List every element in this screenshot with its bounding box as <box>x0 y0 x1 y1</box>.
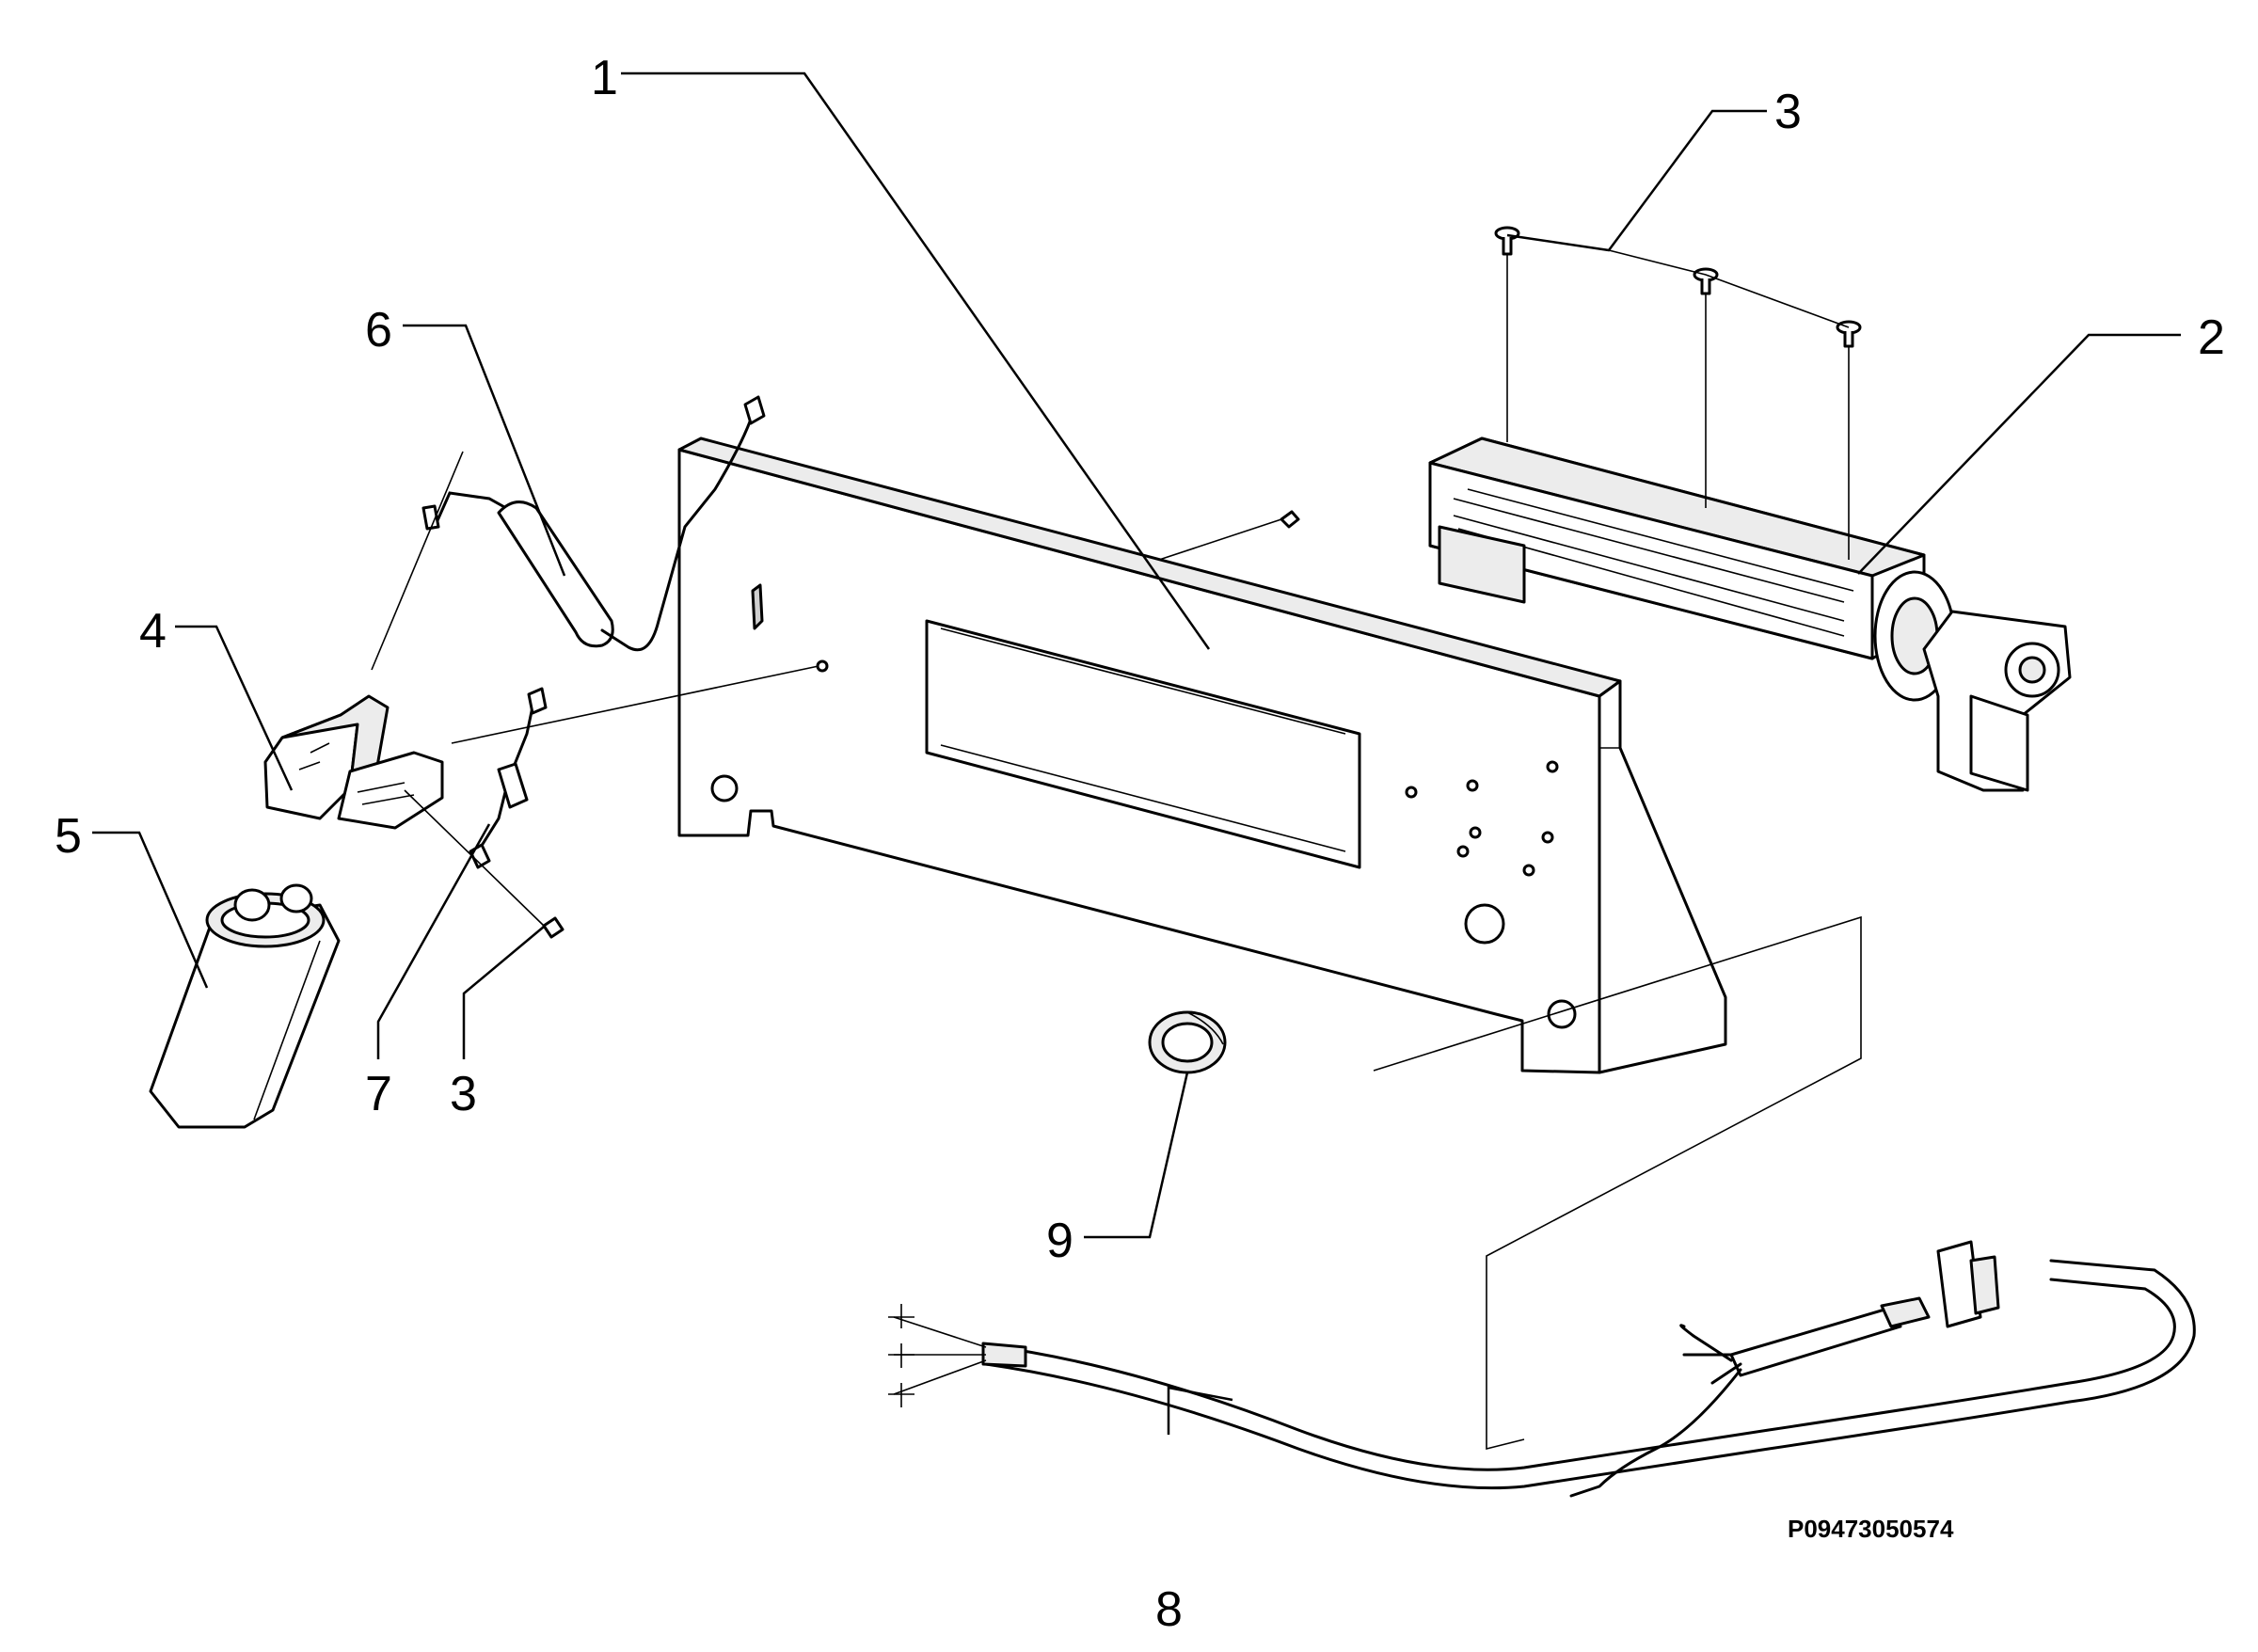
callout-labels: 1 2 3 3 4 5 6 7 8 9 P09473050574 <box>55 51 2225 1637</box>
callout-5: 5 <box>55 809 82 864</box>
callout-8: 8 <box>1155 1582 1183 1637</box>
assembly-lines <box>371 451 1862 1451</box>
grommet-part <box>1148 1010 1227 1074</box>
capacitor-part <box>149 883 341 1129</box>
mains-cable-part <box>888 1240 2196 1498</box>
callout-2: 2 <box>2198 310 2225 365</box>
screws-part <box>542 226 1862 939</box>
callout-4: 4 <box>139 604 167 659</box>
drawing-code: P09473050574 <box>1788 1515 1954 1543</box>
callout-7: 7 <box>365 1067 392 1121</box>
bracket-part <box>263 694 444 830</box>
fan-motor-part <box>1428 437 2072 792</box>
callout-3-top: 3 <box>1774 85 1802 139</box>
callout-9: 9 <box>1046 1214 1073 1268</box>
diode-part <box>421 395 766 652</box>
screw-3 <box>1836 320 1862 348</box>
callout-3-bottom: 3 <box>450 1067 477 1121</box>
callout-6: 6 <box>365 303 392 357</box>
fuse-part <box>469 687 548 869</box>
screw-1 <box>1494 226 1520 256</box>
back-panel-part <box>677 437 1727 1074</box>
leader-lines <box>92 71 2181 1435</box>
callout-1: 1 <box>591 51 618 105</box>
